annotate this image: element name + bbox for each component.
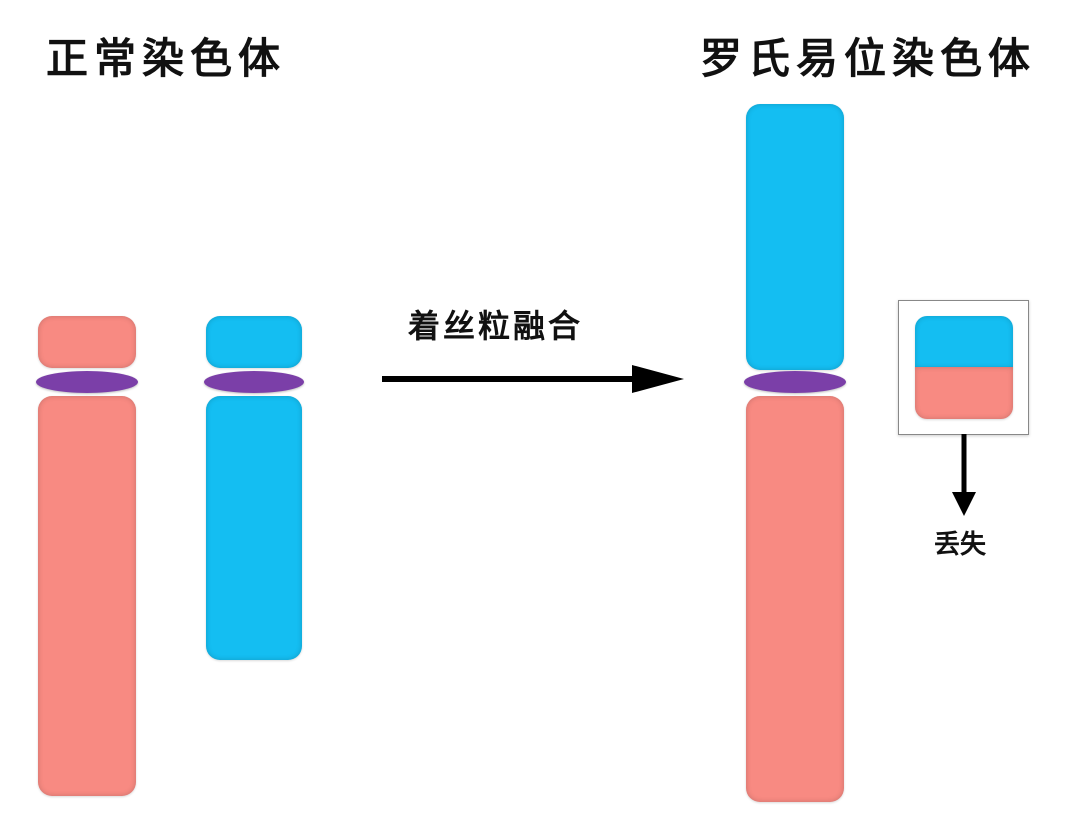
normal-chromosome-title: 正常染色体	[46, 34, 287, 83]
lost-red-short-arm	[915, 367, 1013, 419]
red-short-arm	[38, 316, 136, 368]
process-label: 着丝粒融合	[408, 307, 584, 345]
fused-red-long-arm	[746, 396, 844, 802]
fused-blue-long-arm	[746, 104, 844, 370]
right-arrow-icon	[382, 365, 684, 393]
red-long-arm	[38, 396, 136, 796]
red-centromere	[36, 371, 138, 393]
blue-centromere	[204, 371, 304, 393]
lost-blue-short-arm	[915, 316, 1013, 368]
robertsonian-chromosome-title: 罗氏易位染色体	[700, 34, 1037, 83]
lost-fragment-box	[898, 300, 1029, 435]
blue-short-arm	[206, 316, 302, 368]
down-arrow-icon	[952, 434, 976, 516]
fused-centromere	[744, 371, 846, 393]
blue-long-arm	[206, 396, 302, 660]
lost-label: 丢失	[934, 530, 987, 560]
